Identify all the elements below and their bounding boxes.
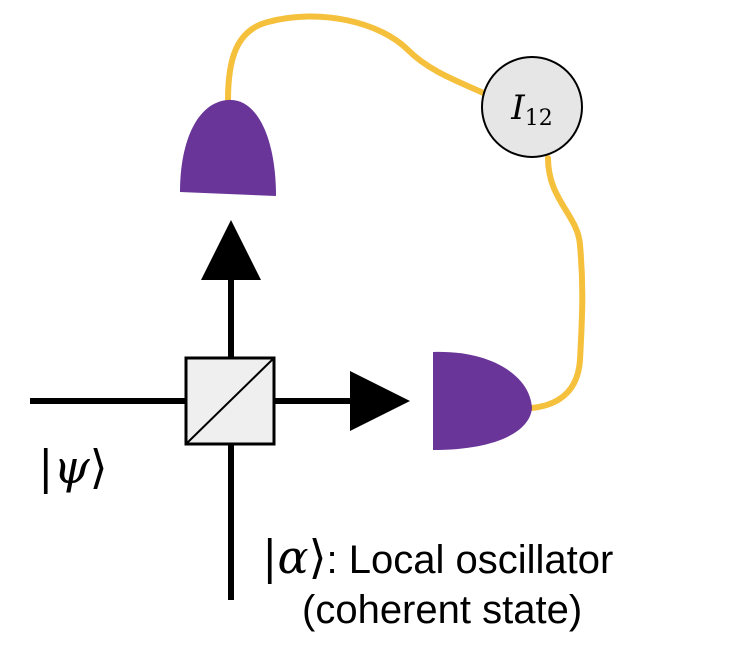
input-ket-symbol: ψ — [53, 440, 90, 494]
input-ket-bracket: ⟩ — [89, 440, 108, 494]
cable-top-detector-to-meter — [225, 13, 491, 103]
cable-meter-to-right-detector — [529, 155, 586, 411]
input-ket-bar: | — [38, 440, 54, 494]
meter-symbol: I — [511, 88, 525, 128]
lo-name: : Local oscillator — [326, 538, 614, 582]
lo-ket-symbol: α — [277, 530, 309, 584]
lo-ket-bracket: ⟩ — [308, 530, 327, 584]
difference-meter — [481, 56, 583, 158]
input-state-label: |ψ⟩ — [38, 440, 108, 494]
right-photodetector — [433, 351, 532, 450]
beam-splitter — [184, 356, 276, 446]
meter-label: I12 — [490, 84, 574, 132]
lo-ket-bar: | — [262, 530, 278, 584]
top-photodetector — [180, 99, 276, 196]
local-oscillator-label: |α⟩: Local oscillator — [262, 530, 613, 584]
local-oscillator-note: (coherent state) — [302, 588, 583, 632]
beam-splitter-diagonal — [185, 357, 275, 445]
meter-subscript: 12 — [524, 106, 553, 131]
